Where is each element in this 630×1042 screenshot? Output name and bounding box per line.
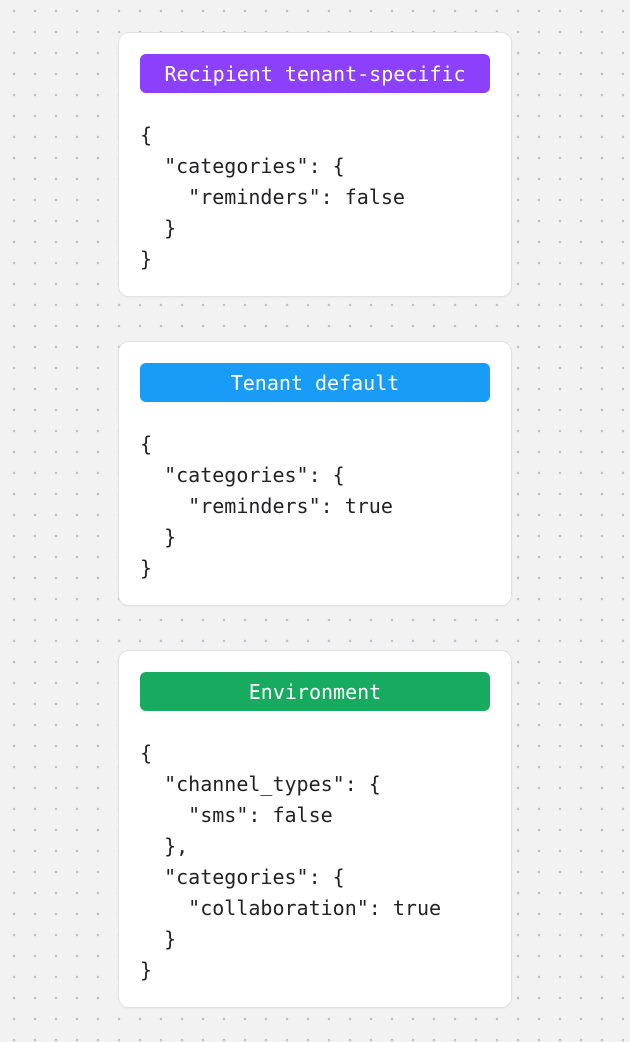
badge-label: Environment [248, 679, 382, 704]
badge-tenant-default: Tenant default [140, 363, 490, 402]
preference-card-recipient-tenant-specific: Recipient tenant-specific { "categories"… [118, 32, 512, 297]
json-code-block: { "channel_types": { "sms": false }, "ca… [140, 741, 442, 982]
json-code-block: { "categories": { "reminders": false } } [140, 123, 405, 271]
badge-label: Recipient tenant-specific [164, 61, 466, 86]
badge-environment: Environment [140, 672, 490, 711]
badge-label: Tenant default [230, 370, 400, 395]
preference-card-tenant-default: Tenant default { "categories": { "remind… [118, 341, 512, 606]
json-code-block: { "categories": { "reminders": true } } [140, 432, 393, 580]
preference-card-environment: Environment { "channel_types": { "sms": … [118, 650, 512, 1008]
badge-recipient-tenant-specific: Recipient tenant-specific [140, 54, 490, 93]
